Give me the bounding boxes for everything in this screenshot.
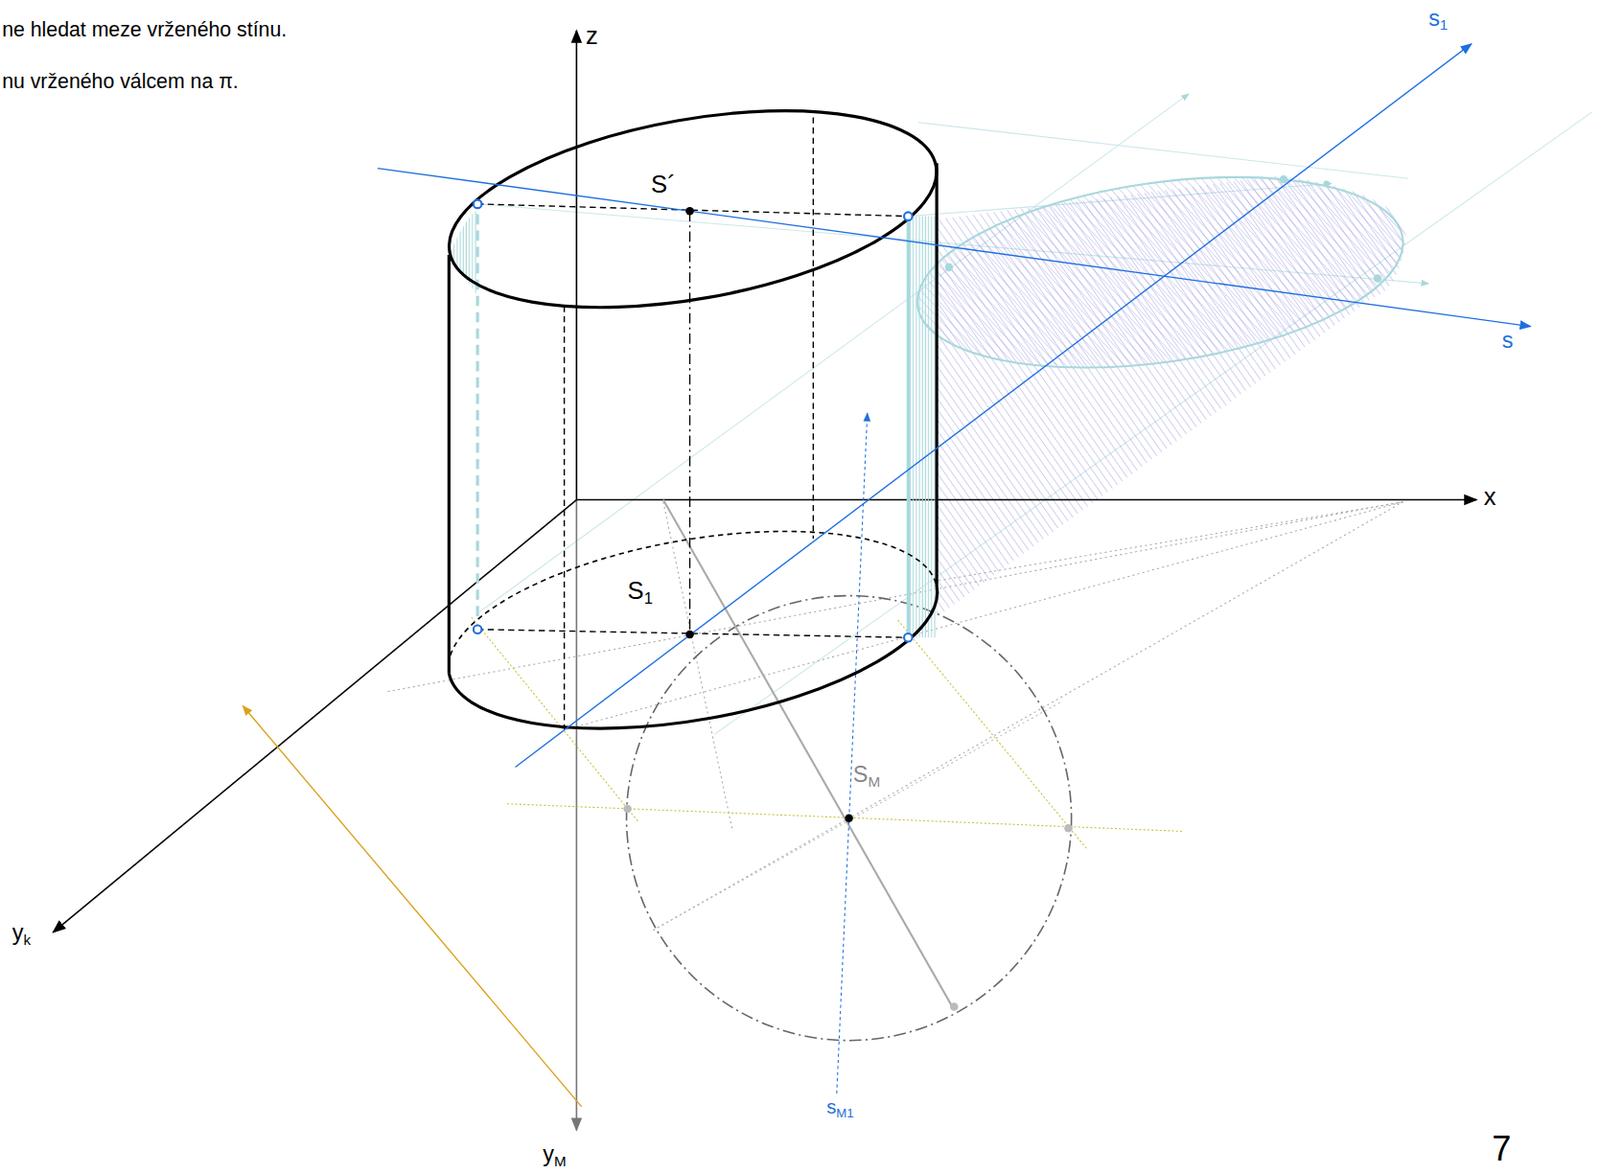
page-number: 7 xyxy=(1491,1130,1511,1169)
line-label: s1 xyxy=(1428,5,1448,34)
line-label: sM1 xyxy=(826,1097,854,1122)
note-text: ne hledat meze vrženého stínu. xyxy=(1,18,287,41)
point-label: SM xyxy=(853,763,881,791)
axis-label: x xyxy=(1484,484,1497,511)
axis-label: yk xyxy=(12,921,31,950)
axis-label: z xyxy=(585,22,599,49)
note-text: nu vrženého válcem na π. xyxy=(1,69,239,92)
axis-label: yM xyxy=(542,1142,566,1171)
point-label: S1 xyxy=(627,577,653,607)
point-label: S´ xyxy=(650,171,676,199)
line-label: s xyxy=(1502,328,1514,354)
